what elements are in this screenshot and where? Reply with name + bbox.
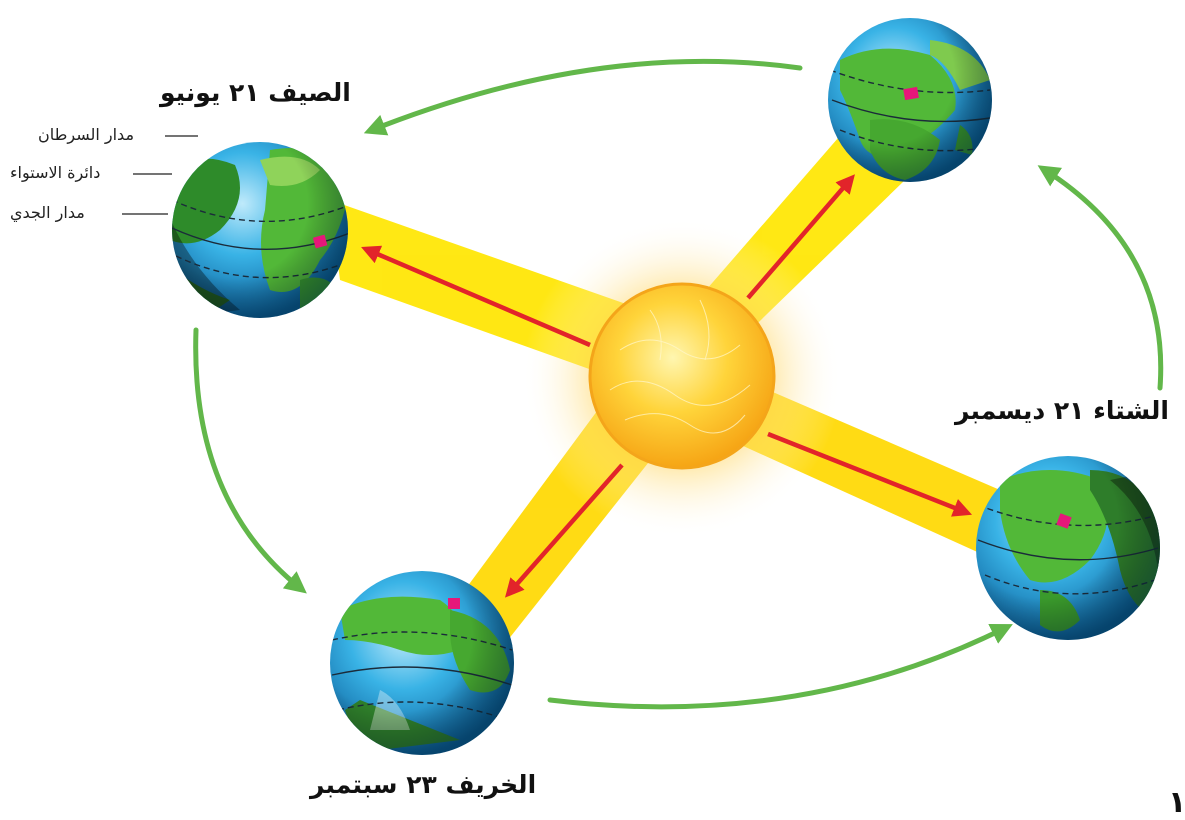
label-leaders xyxy=(122,135,198,215)
ray-to-autumn xyxy=(504,463,624,598)
sun xyxy=(522,218,842,538)
location-marker xyxy=(448,598,460,609)
orbit-arrow-summer-to-autumn xyxy=(193,327,307,594)
orbit-arrow-top-to-summer xyxy=(363,58,803,136)
orbit-arrows xyxy=(193,58,1164,710)
season-label-winter: الشتاء ٢١ ديسمبر xyxy=(955,396,1169,425)
orbit-arrow-winter-to-top xyxy=(1037,165,1164,391)
globe-summer xyxy=(172,142,348,318)
sun-rays xyxy=(361,174,973,598)
globe-winter xyxy=(976,456,1160,640)
ray-to-summer xyxy=(361,245,591,348)
sun-texture xyxy=(609,299,751,434)
location-marker xyxy=(1056,513,1072,529)
label-tropic-cancer: مدار السرطان xyxy=(38,125,135,144)
globe-autumn xyxy=(330,571,514,755)
ray-to-top xyxy=(746,174,855,300)
season-label-autumn: الخريف ٢٣ سبتمبر xyxy=(310,770,537,799)
location-marker xyxy=(312,234,328,249)
label-equator: دائرة الاستواء xyxy=(10,163,101,182)
ray-to-winter xyxy=(767,431,973,517)
label-tropic-capricorn: مدار الجدي xyxy=(10,203,85,222)
orbit-arrow-autumn-to-winter xyxy=(547,624,1013,710)
sun-body xyxy=(588,282,776,470)
page-number: ١ xyxy=(1168,785,1185,820)
season-label-summer: الصيف ٢١ يونيو xyxy=(160,78,351,107)
location-marker xyxy=(903,86,919,101)
globe-top xyxy=(828,18,992,182)
